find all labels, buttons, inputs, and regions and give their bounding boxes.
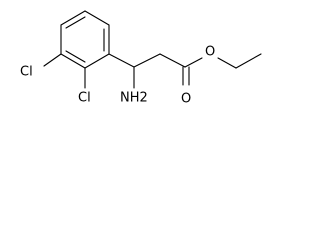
bond-carbonyl-o — [184, 57, 203, 68]
bond-ch-ch2 — [133, 53, 161, 68]
cl-bottom-label: Cl — [78, 91, 91, 106]
ring-bond — [60, 53, 86, 69]
cl-top-label: Cl — [20, 65, 33, 80]
ring-bond — [84, 10, 110, 26]
bond-ch2-ch3 — [235, 53, 262, 69]
benzene-ring — [60, 10, 110, 69]
carbonyl-oxygen-label: O — [181, 92, 191, 107]
molecule-diagram: Cl Cl NH2 O O — [20, 10, 262, 107]
amine-label: NH2 — [120, 91, 148, 106]
ring-double-bond — [65, 16, 86, 29]
bond-ch2-carbonyl — [159, 53, 186, 68]
ring-double-bond — [65, 50, 86, 63]
ester-oxygen-label: O — [205, 45, 215, 60]
bond-o-ch2 — [217, 57, 237, 69]
bond-ring-ch — [108, 53, 135, 68]
ring-bond — [60, 10, 86, 26]
ring-bond — [84, 53, 110, 69]
bond-ring-cl-top — [43, 53, 62, 67]
